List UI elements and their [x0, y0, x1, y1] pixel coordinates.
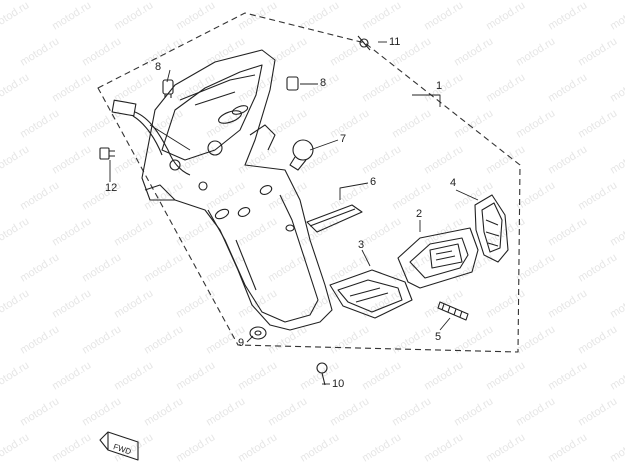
callout-7: 7: [340, 133, 347, 145]
wiring-connector: [111, 99, 191, 176]
housing-2: [397, 227, 479, 289]
bulb-8-left: [162, 79, 174, 98]
callout-4: 4: [450, 177, 457, 189]
callout-3: 3: [358, 239, 365, 251]
callout-1: 1: [436, 80, 443, 92]
reflector-6: [306, 204, 363, 233]
callout-12: 12: [105, 182, 118, 194]
leader-lines: [109, 41, 479, 385]
screw-11: [357, 35, 371, 51]
lens-4: [474, 194, 509, 263]
callout-6: 6: [370, 176, 377, 188]
grommet-12: [99, 147, 115, 160]
bulb-7: [289, 139, 314, 171]
lens-3: [329, 269, 413, 319]
callout-11: 11: [389, 36, 401, 48]
assembly-boundary: [97, 12, 521, 353]
washer-9: [249, 326, 267, 340]
callout-9: 9: [238, 337, 245, 349]
callout-8-right: 8: [320, 77, 327, 89]
screw-5: [437, 301, 469, 321]
fender-body: [141, 49, 333, 331]
callout-10: 10: [332, 378, 345, 390]
bolt-10: [316, 362, 328, 386]
callout-2: 2: [416, 208, 423, 220]
callout-8-left: 8: [155, 61, 162, 73]
callout-5: 5: [435, 331, 442, 343]
fwd-arrow-icon: FWD: [99, 431, 139, 461]
bulb-8-right: [286, 76, 299, 91]
